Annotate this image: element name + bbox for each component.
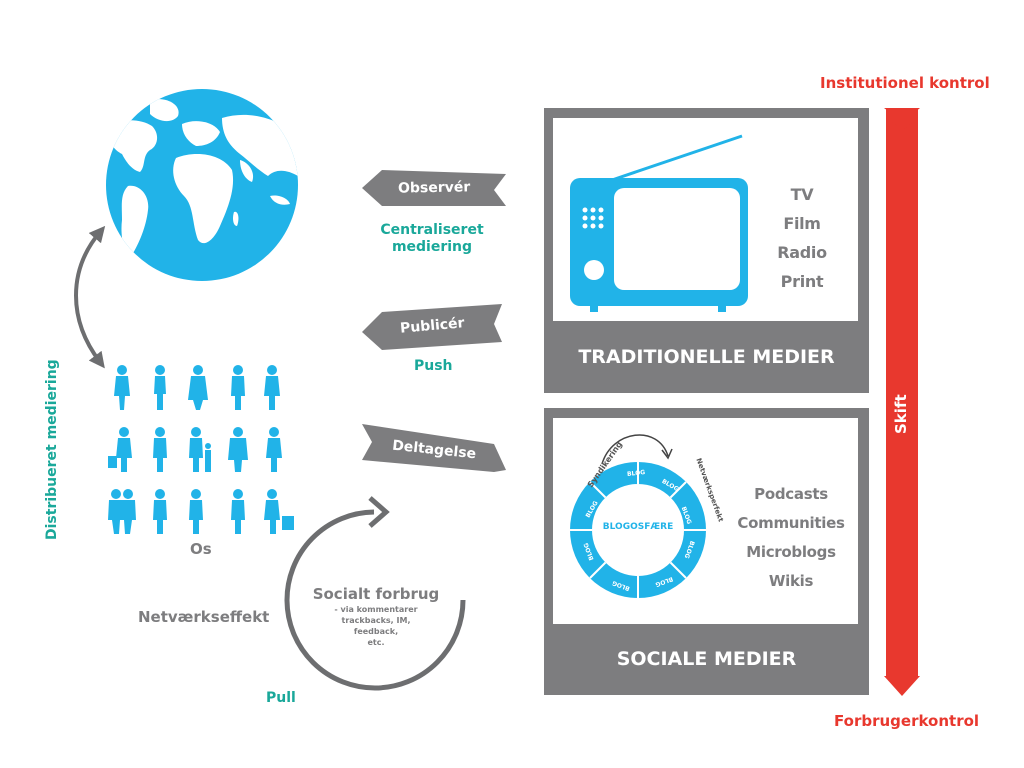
- centralized-line-1: Centraliseret: [380, 222, 484, 238]
- centralized-line-2: mediering: [391, 239, 473, 255]
- centralized-mediation-label: Centraliseret mediering: [376, 222, 488, 256]
- pull-circular-arrow: [284, 496, 466, 691]
- social-consumption-detail: feedback,: [353, 627, 399, 636]
- distributed-double-arrow: [74, 225, 106, 369]
- social-consumption-detail: - via kommentarer: [334, 605, 418, 614]
- distributed-mediation-label: Distribueret mediering: [44, 359, 60, 540]
- social-consumption-block: Socialt forbrug - via kommentarer trackb…: [312, 584, 440, 648]
- media-item-microblogs: Microblogs: [746, 543, 836, 561]
- observe-label: Observér: [397, 179, 471, 197]
- globe-icon: [106, 89, 298, 281]
- media-item-print: Print: [780, 272, 824, 291]
- people-icon: [108, 365, 294, 534]
- traditional-media-title: TRADITIONELLE MEDIER: [578, 346, 835, 368]
- media-item-communities: Communities: [737, 514, 845, 532]
- publish-arrow: [362, 304, 502, 350]
- syndication-arrow: [601, 434, 673, 465]
- tv-icon: [570, 134, 748, 312]
- media-item-radio: Radio: [777, 243, 827, 262]
- media-item-wikis: Wikis: [768, 572, 814, 590]
- media-item-film: Film: [783, 214, 821, 233]
- blogosphere-center-label: BLOGOSFÆRE: [602, 522, 674, 532]
- pull-label: Pull: [266, 690, 296, 706]
- social-consumption-detail: etc.: [367, 638, 385, 647]
- media-item-tv: TV: [790, 185, 814, 204]
- traditional-media-list: TV Film Radio Print: [772, 180, 832, 296]
- social-consumption-title: Socialt forbrug: [312, 585, 440, 603]
- social-consumption-detail: trackbacks, IM,: [341, 616, 411, 625]
- observe-arrow: [362, 170, 506, 206]
- push-label: Push: [414, 358, 453, 374]
- blogosphere-icon: [570, 462, 706, 598]
- us-label: Os: [190, 540, 212, 558]
- control-shift-bar: [884, 108, 920, 696]
- institutional-control-label: Institutionel kontrol: [820, 74, 990, 92]
- social-media-list: Podcasts Communities Microblogs Wikis: [736, 480, 846, 596]
- media-item-podcasts: Podcasts: [754, 485, 828, 503]
- network-effect-label: Netværkseffekt: [138, 608, 270, 626]
- consumer-control-label: Forbrugerkontrol: [834, 712, 980, 730]
- shift-label: Skift: [892, 394, 910, 434]
- participation-arrow: [362, 424, 506, 472]
- social-media-title: SOCIALE MEDIER: [616, 648, 797, 670]
